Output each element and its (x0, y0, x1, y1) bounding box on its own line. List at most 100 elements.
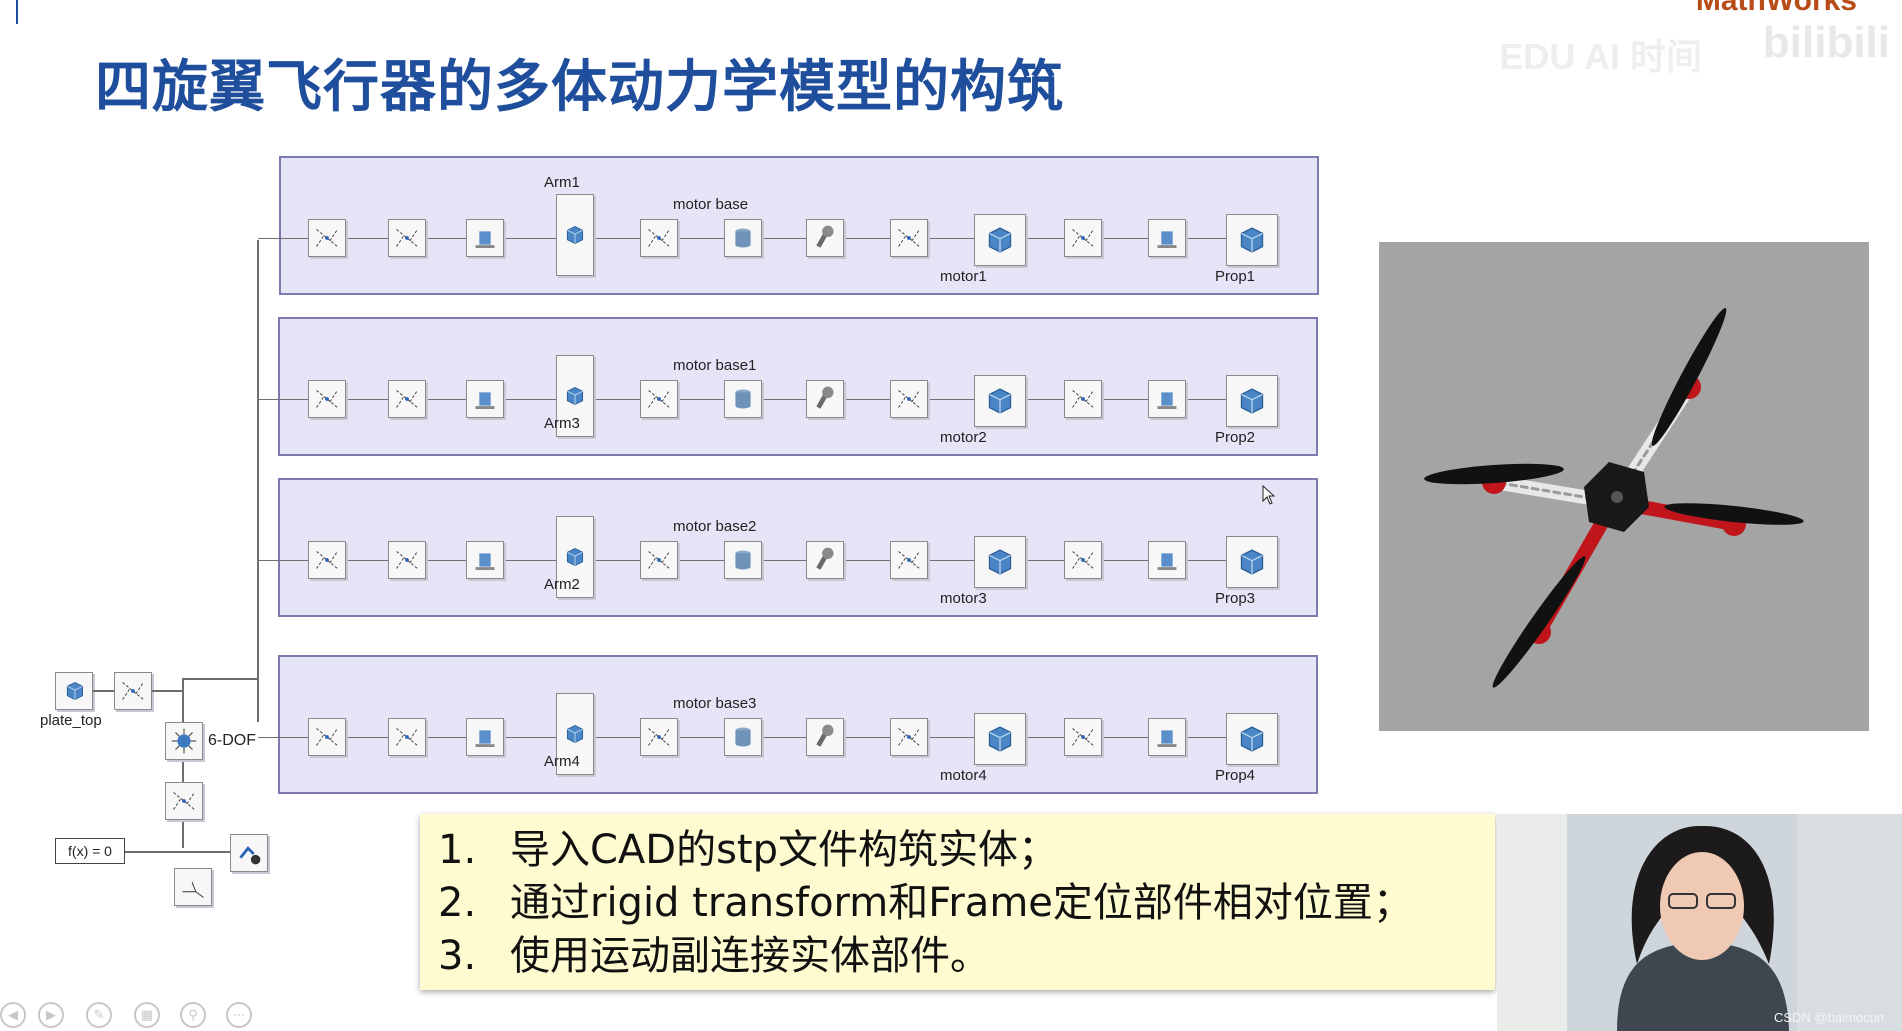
prop-block[interactable] (1226, 713, 1278, 765)
transform-block[interactable] (388, 541, 426, 579)
transform-block[interactable] (890, 718, 928, 756)
player-controls: ◀ ▶ ✎ ▦ ⚲ ⋯ (0, 1002, 270, 1030)
world-transform-block[interactable] (165, 782, 203, 820)
prop-label: Prop2 (1215, 429, 1255, 446)
watermark-site: bilibili (1763, 18, 1890, 68)
motor-base-block[interactable] (724, 219, 762, 257)
motor-label: motor4 (940, 767, 987, 784)
mechanics-explorer-3d-view[interactable] (1379, 242, 1869, 731)
transform-block[interactable] (1064, 380, 1102, 418)
prop-label: Prop4 (1215, 767, 1255, 784)
transform-block[interactable] (640, 219, 678, 257)
transform-block[interactable] (1064, 541, 1102, 579)
motor-block[interactable] (974, 536, 1026, 588)
caption-num: 2. (438, 877, 510, 930)
prop-label: Prop1 (1215, 268, 1255, 285)
motor-base-label: motor base3 (673, 695, 756, 712)
caption-item: 1.导入CAD的stp文件构筑实体； (438, 824, 1477, 877)
six-dof-joint-block[interactable] (165, 722, 203, 760)
mechanism-config-block[interactable] (230, 834, 268, 872)
prop-block[interactable] (1226, 214, 1278, 266)
solid-block[interactable] (466, 380, 504, 418)
transform-block[interactable] (388, 219, 426, 257)
caption-text: 通过rigid transform和Frame定位部件相对位置； (510, 880, 1413, 926)
plate-top-label: plate_top (40, 712, 102, 729)
motor-base-label: motor base1 (673, 357, 756, 374)
solid-block[interactable] (1148, 541, 1186, 579)
wire-base-trunk (152, 690, 182, 692)
motor-block[interactable] (974, 375, 1026, 427)
slides-icon[interactable]: ▦ (134, 1002, 160, 1028)
revolute-joint-block[interactable] (806, 219, 844, 257)
arm-label: Arm2 (544, 576, 580, 593)
trunk-wire (257, 240, 259, 722)
transform-block[interactable] (308, 541, 346, 579)
transform-block[interactable] (890, 380, 928, 418)
arm-block[interactable] (556, 194, 594, 276)
prop-block[interactable] (1226, 536, 1278, 588)
caption-num: 1. (438, 824, 510, 877)
arm-label: Arm1 (544, 174, 580, 191)
motor-base-label: motor base2 (673, 518, 756, 535)
constraint-label: f(x) = 0 (56, 839, 124, 863)
transform-block[interactable] (890, 541, 928, 579)
transform-block[interactable] (890, 219, 928, 257)
motor-label: motor3 (940, 590, 987, 607)
transform-block[interactable] (640, 718, 678, 756)
transform-block[interactable] (640, 541, 678, 579)
motor-label: motor2 (940, 429, 987, 446)
motor-base-label: motor base (673, 196, 748, 213)
transform-block[interactable] (1064, 219, 1102, 257)
transform-block[interactable] (388, 380, 426, 418)
constraint-block[interactable]: f(x) = 0 (55, 838, 125, 864)
slide-edge-mark (16, 0, 18, 24)
wire-base-to-trunk (182, 678, 259, 680)
motor-base-block[interactable] (724, 380, 762, 418)
revolute-joint-block[interactable] (806, 718, 844, 756)
world-frame-block[interactable] (174, 868, 212, 906)
revolute-joint-block[interactable] (806, 380, 844, 418)
webcam-credit: CSDN @baimocun (1774, 1010, 1884, 1025)
caption-text: 使用运动副连接实体部件。 (510, 933, 990, 979)
transform-block[interactable] (308, 718, 346, 756)
mouse-cursor-icon (1262, 485, 1276, 510)
transform-block[interactable] (308, 219, 346, 257)
prop-block[interactable] (1226, 375, 1278, 427)
solid-block[interactable] (466, 541, 504, 579)
solid-block[interactable] (1148, 219, 1186, 257)
solid-block[interactable] (1148, 380, 1186, 418)
pen-icon[interactable]: ✎ (86, 1002, 112, 1028)
six-dof-label: 6-DOF (208, 732, 256, 750)
motor-base-block[interactable] (724, 718, 762, 756)
solid-block[interactable] (466, 718, 504, 756)
motor-block[interactable] (974, 713, 1026, 765)
caption-box: 1.导入CAD的stp文件构筑实体； 2.通过rigid transform和F… (420, 814, 1495, 990)
solid-block[interactable] (1148, 718, 1186, 756)
caption-text: 导入CAD的stp文件构筑实体； (510, 827, 1058, 873)
motor-label: motor1 (940, 268, 987, 285)
caption-item: 3.使用运动副连接实体部件。 (438, 930, 1477, 983)
watermark-brand: MathWorks (1696, 0, 1857, 18)
transform-block[interactable] (308, 380, 346, 418)
solid-block[interactable] (466, 219, 504, 257)
wire-base-vertical (182, 678, 184, 848)
presenter-image (1497, 814, 1902, 1031)
transform-block[interactable] (1064, 718, 1102, 756)
slide-title: 四旋翼飞行器的多体动力学模型的构筑 (95, 42, 1064, 123)
arm-label: Arm4 (544, 753, 580, 770)
revolute-joint-block[interactable] (806, 541, 844, 579)
plate-top-block[interactable] (55, 672, 93, 710)
zoom-icon[interactable]: ⚲ (180, 1002, 206, 1028)
watermark-cn: EDU AI 时间 (1499, 28, 1702, 80)
transform-block[interactable] (114, 672, 152, 710)
motor-block[interactable] (974, 214, 1026, 266)
more-icon[interactable]: ⋯ (226, 1002, 252, 1028)
prop-label: Prop3 (1215, 590, 1255, 607)
motor-base-block[interactable] (724, 541, 762, 579)
transform-block[interactable] (388, 718, 426, 756)
caption-num: 3. (438, 930, 510, 983)
prev-icon[interactable]: ◀ (0, 1002, 26, 1028)
transform-block[interactable] (640, 380, 678, 418)
play-icon[interactable]: ▶ (38, 1002, 64, 1028)
presenter-webcam: CSDN @baimocun (1497, 814, 1902, 1031)
